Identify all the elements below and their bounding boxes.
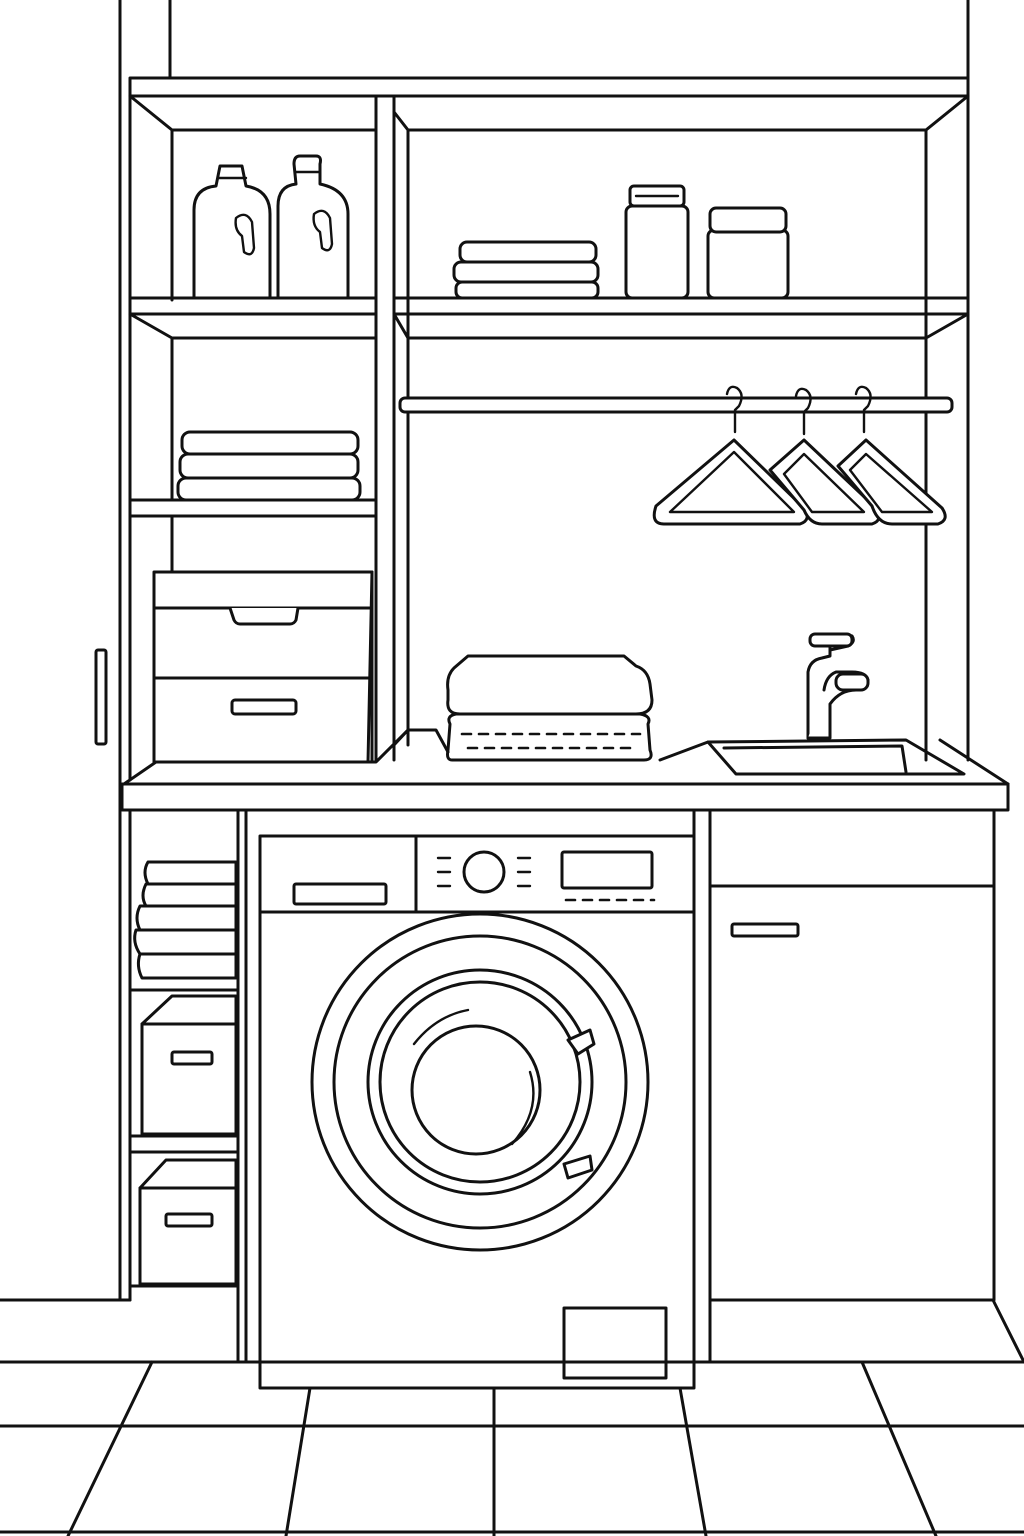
folded-towels-icon bbox=[452, 240, 600, 300]
hanging-rod-icon bbox=[398, 396, 954, 414]
lower-left-shelves bbox=[128, 808, 240, 1364]
floor-tiles bbox=[0, 1360, 1024, 1536]
clothes-hanger-icon bbox=[768, 387, 881, 526]
washing-machine bbox=[244, 808, 696, 1390]
faucet-icon bbox=[806, 632, 870, 740]
jar-icon bbox=[706, 206, 790, 300]
jar-icon bbox=[624, 184, 690, 300]
folded-towels-icon bbox=[176, 430, 362, 502]
clothes-hanger-icon bbox=[836, 385, 947, 526]
storage-drawers bbox=[152, 570, 374, 764]
upper-shelving-unit bbox=[128, 76, 970, 782]
filter-hatch-icon bbox=[562, 1306, 668, 1380]
washer-door-icon bbox=[310, 912, 650, 1252]
folded-towels-icon bbox=[133, 860, 238, 980]
storage-box-icon bbox=[140, 994, 238, 1136]
detergent-bottle-icon bbox=[276, 154, 350, 300]
folded-laundry-icon bbox=[446, 654, 654, 762]
detergent-bottle-icon bbox=[192, 164, 272, 300]
storage-box-icon bbox=[138, 1158, 238, 1286]
control-dial-icon bbox=[462, 850, 506, 894]
sink-icon bbox=[706, 738, 966, 776]
door-handle-icon bbox=[94, 648, 108, 746]
countertop bbox=[120, 728, 1010, 812]
side-cabinet bbox=[708, 808, 996, 1364]
display-screen-icon bbox=[560, 850, 654, 890]
